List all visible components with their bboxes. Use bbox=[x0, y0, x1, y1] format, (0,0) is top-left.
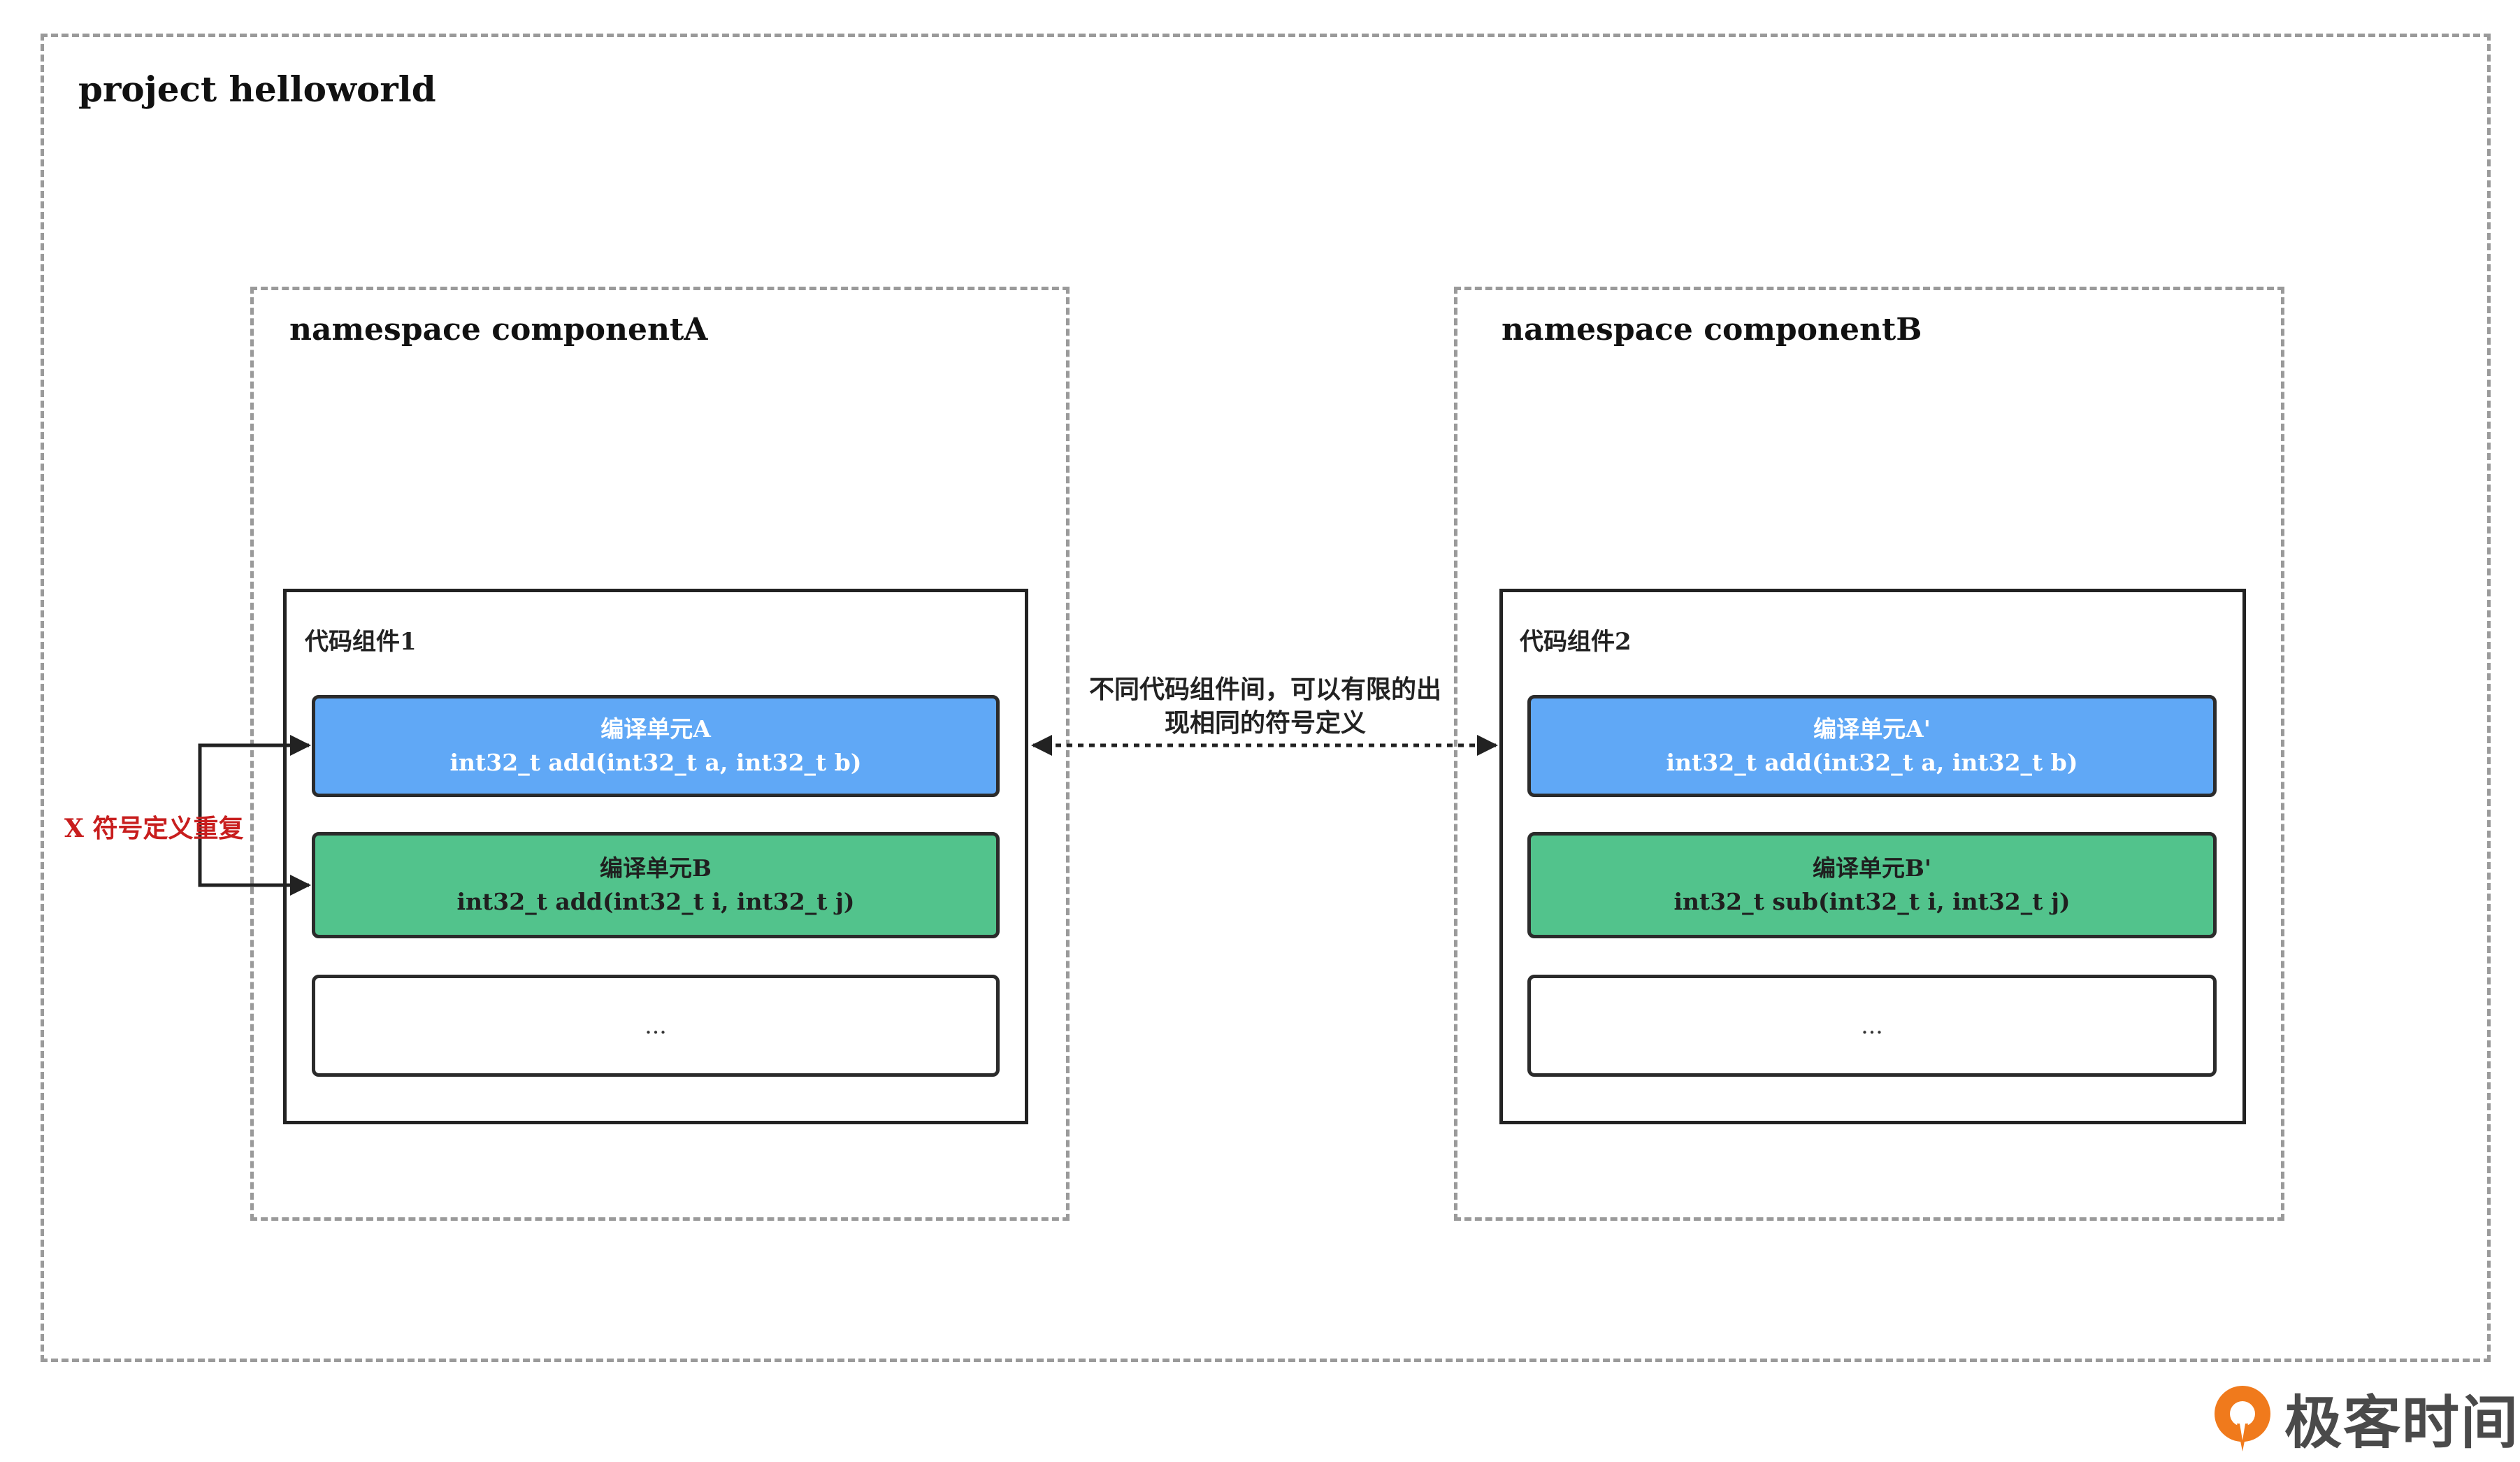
compile-unit-b-name: 编译单元B bbox=[600, 854, 712, 882]
code-component-1 bbox=[283, 589, 1028, 1124]
between-components-note-line1: 不同代码组件间，可以有限的出 bbox=[1088, 675, 1441, 704]
duplicate-symbol-note: X 符号定义重复 bbox=[64, 814, 244, 843]
duplicate-symbol-bracket bbox=[198, 743, 308, 887]
compile-unit-b-prime-name: 编译单元B' bbox=[1813, 854, 1931, 882]
compile-unit-a: 编译单元A int32_t add(int32_t a, int32_t b) bbox=[312, 695, 1000, 797]
geektime-logo-icon bbox=[2215, 1385, 2270, 1452]
project-container bbox=[41, 34, 2491, 1362]
compile-unit-a-name: 编译单元A bbox=[600, 715, 711, 743]
compile-unit-ellipsis-1: ... bbox=[312, 975, 1000, 1077]
namespace-componentA-title: namespace componentA bbox=[289, 312, 708, 347]
compile-unit-ellipsis-1-text: ... bbox=[645, 1012, 667, 1039]
geektime-logo: 极客时间 bbox=[2209, 1376, 2519, 1459]
code-component-1-label: 代码组件1 bbox=[305, 628, 417, 656]
project-title: project helloworld bbox=[78, 69, 436, 110]
code-component-2-label: 代码组件2 bbox=[1520, 628, 1632, 656]
compile-unit-a-prime: 编译单元A' int32_t add(int32_t a, int32_t b) bbox=[1527, 695, 2217, 797]
compile-unit-b-code: int32_t add(int32_t i, int32_t j) bbox=[456, 888, 855, 915]
geektime-logo-text: 极客时间 bbox=[2284, 1390, 2520, 1456]
code-component-2 bbox=[1499, 589, 2246, 1124]
between-components-note: 不同代码组件间，可以有限的出 现相同的符号定义 bbox=[1073, 673, 1457, 740]
between-components-note-line2: 现相同的符号定义 bbox=[1164, 708, 1366, 738]
compile-unit-b: 编译单元B int32_t add(int32_t i, int32_t j) bbox=[312, 832, 1000, 938]
compile-unit-b-prime-code: int32_t sub(int32_t i, int32_t j) bbox=[1673, 888, 2071, 915]
compile-unit-a-prime-code: int32_t add(int32_t a, int32_t b) bbox=[1666, 749, 2078, 776]
compile-unit-a-prime-name: 编译单元A' bbox=[1813, 715, 1931, 743]
compile-unit-ellipsis-2: ... bbox=[1527, 975, 2217, 1077]
compile-unit-ellipsis-2-text: ... bbox=[1861, 1012, 1883, 1039]
compile-unit-b-prime: 编译单元B' int32_t sub(int32_t i, int32_t j) bbox=[1527, 832, 2217, 938]
namespace-componentB-title: namespace componentB bbox=[1502, 312, 1922, 347]
compile-unit-a-code: int32_t add(int32_t a, int32_t b) bbox=[449, 749, 862, 776]
